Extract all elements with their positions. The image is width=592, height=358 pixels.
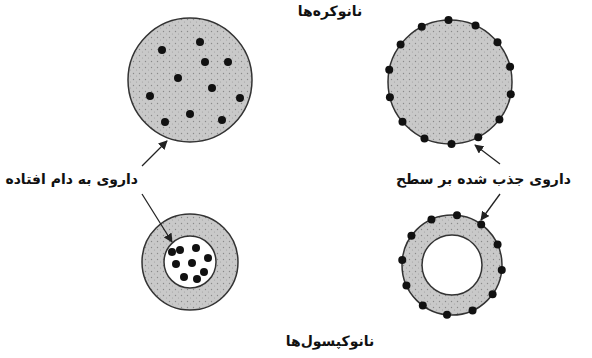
nanocapsule [402, 215, 502, 315]
drug-dot [196, 38, 204, 46]
drug-dot [188, 259, 196, 267]
drug-dot [448, 140, 456, 148]
drug-dot [477, 220, 485, 228]
drug-dot [386, 93, 394, 101]
group-heading: نانوکپسول‌ها [286, 332, 375, 350]
drug-dot [507, 90, 515, 98]
drug-dot [469, 307, 477, 315]
drug-dot [489, 290, 497, 298]
drug-dot [444, 16, 452, 24]
drug-dot [192, 244, 200, 252]
drug-dot [419, 302, 427, 310]
leader-line [142, 194, 172, 242]
drug-dot [495, 115, 503, 123]
drug-dot [474, 133, 482, 141]
drug-dot [204, 254, 212, 262]
leader-line [475, 145, 500, 164]
drug-dot [161, 118, 169, 126]
nanosphere [128, 18, 252, 142]
drug-dot [494, 38, 502, 46]
drug-dot [208, 84, 216, 92]
drug-dot [174, 74, 182, 82]
drug-dot [158, 46, 166, 54]
drug-dot [201, 58, 209, 66]
drug-dot [398, 118, 406, 126]
capsule-core [422, 235, 482, 295]
nanocapsule [142, 214, 238, 310]
leader-line [481, 194, 500, 220]
drug-dot [236, 94, 244, 102]
drug-dot [193, 275, 201, 283]
drug-dot [168, 248, 176, 256]
callout-label: داروی جذب شده بر سطح [396, 170, 571, 188]
drug-dot [180, 273, 188, 281]
drug-dot [146, 92, 154, 100]
leader-line [142, 141, 167, 166]
callout-label: داروی به دام افتاده [5, 170, 138, 188]
drug-dot [172, 260, 180, 268]
drug-dot [418, 23, 426, 31]
capsule-core [164, 236, 216, 288]
drug-dot [494, 240, 502, 248]
drug-dot [224, 58, 232, 66]
drug-dot [453, 211, 461, 219]
drug-dot [420, 134, 428, 142]
drug-dot [186, 110, 194, 118]
drug-dot [427, 215, 435, 223]
drug-dot [506, 63, 514, 71]
drug-dot [200, 268, 208, 276]
drug-dot [397, 41, 405, 49]
drug-dot [443, 311, 451, 319]
drug-dot [407, 232, 415, 240]
drug-dot [218, 116, 226, 124]
drug-dot [472, 22, 480, 30]
nanosphere [388, 20, 512, 144]
drug-dot [402, 282, 410, 290]
drug-dot [398, 256, 406, 264]
drug-dot [498, 266, 506, 274]
drug-dot [176, 246, 184, 254]
drug-dot [385, 66, 393, 74]
group-heading: نانوکره‌ها [298, 2, 363, 20]
